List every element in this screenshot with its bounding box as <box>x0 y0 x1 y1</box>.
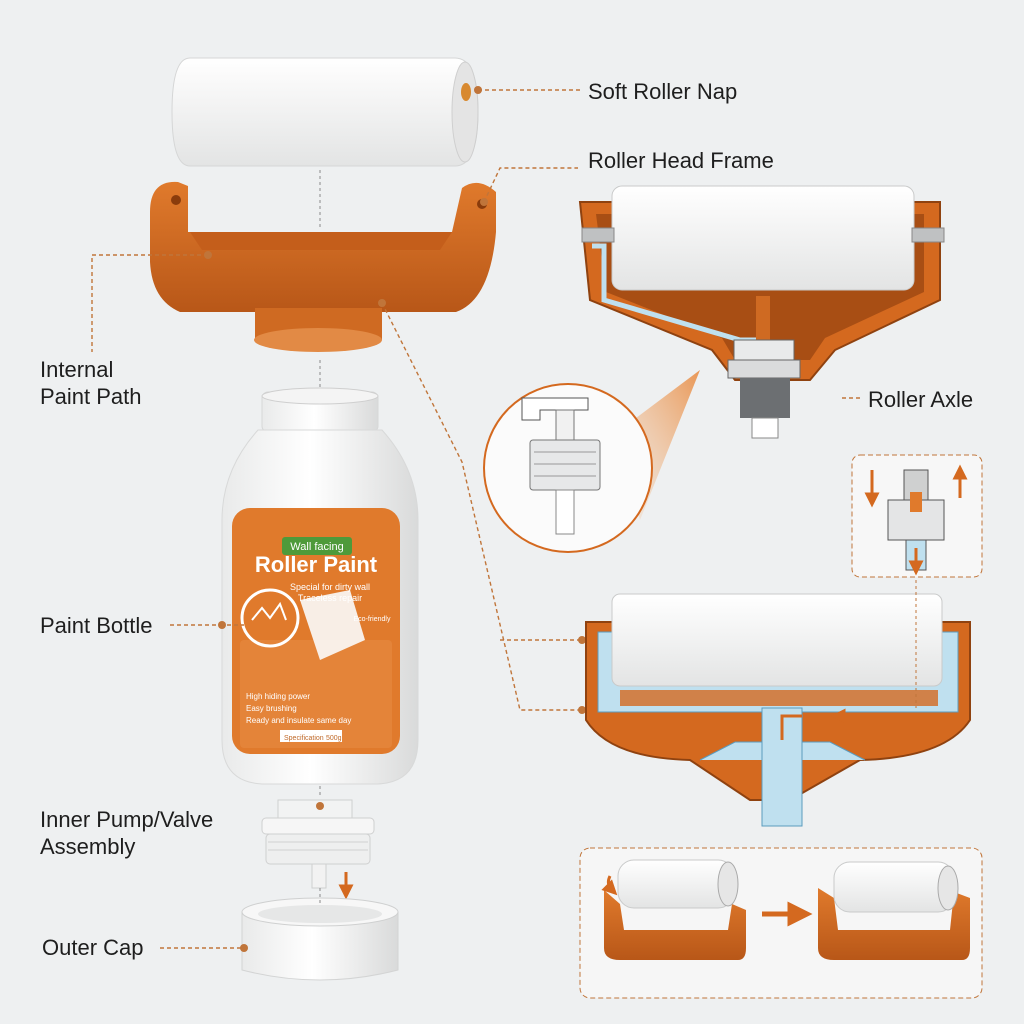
label-subtitle-2: Traceless repair <box>298 593 362 603</box>
callout-soft-roller-nap: Soft Roller Nap <box>588 79 738 104</box>
head-frame-illustration <box>150 181 496 352</box>
bottle-label: Wall facing Roller Paint Special for dir… <box>246 537 391 742</box>
head-cross-section <box>578 185 945 439</box>
label-bullet: Easy brushing <box>246 704 297 713</box>
label-tag: Wall facing <box>290 541 343 553</box>
valve-flow-detail <box>851 454 983 578</box>
tray-cross-section <box>585 580 971 827</box>
callout-internal-paint-path: Internal Paint Path <box>40 357 142 409</box>
callout-roller-head-frame: Roller Head Frame <box>588 148 774 173</box>
label-title: Roller Paint <box>255 552 378 577</box>
assembly-steps <box>579 847 983 999</box>
callout-paint-bottle: Paint Bottle <box>40 613 153 638</box>
callout-roller-axle: Roller Axle <box>868 387 974 412</box>
label-subtitle-1: Special for dirty wall <box>290 582 370 592</box>
pump-magnifier <box>483 383 653 553</box>
roller-nap-illustration <box>171 57 479 167</box>
label-bullet: High hiding power <box>246 692 310 701</box>
outer-cap-illustration <box>241 897 399 981</box>
paint-bottle-illustration <box>221 387 419 785</box>
label-bullet: Ready and insulate same day <box>246 716 351 725</box>
pump-valve-illustration <box>261 799 375 900</box>
callout-inner-pump-valve: Inner Pump/Valve Assembly <box>40 807 214 859</box>
callout-outer-cap: Outer Cap <box>42 935 144 960</box>
label-spec: Specification <box>284 735 324 742</box>
label-side-tag: Eco-friendly <box>354 616 391 623</box>
label-spec-value: 500g <box>326 735 342 742</box>
